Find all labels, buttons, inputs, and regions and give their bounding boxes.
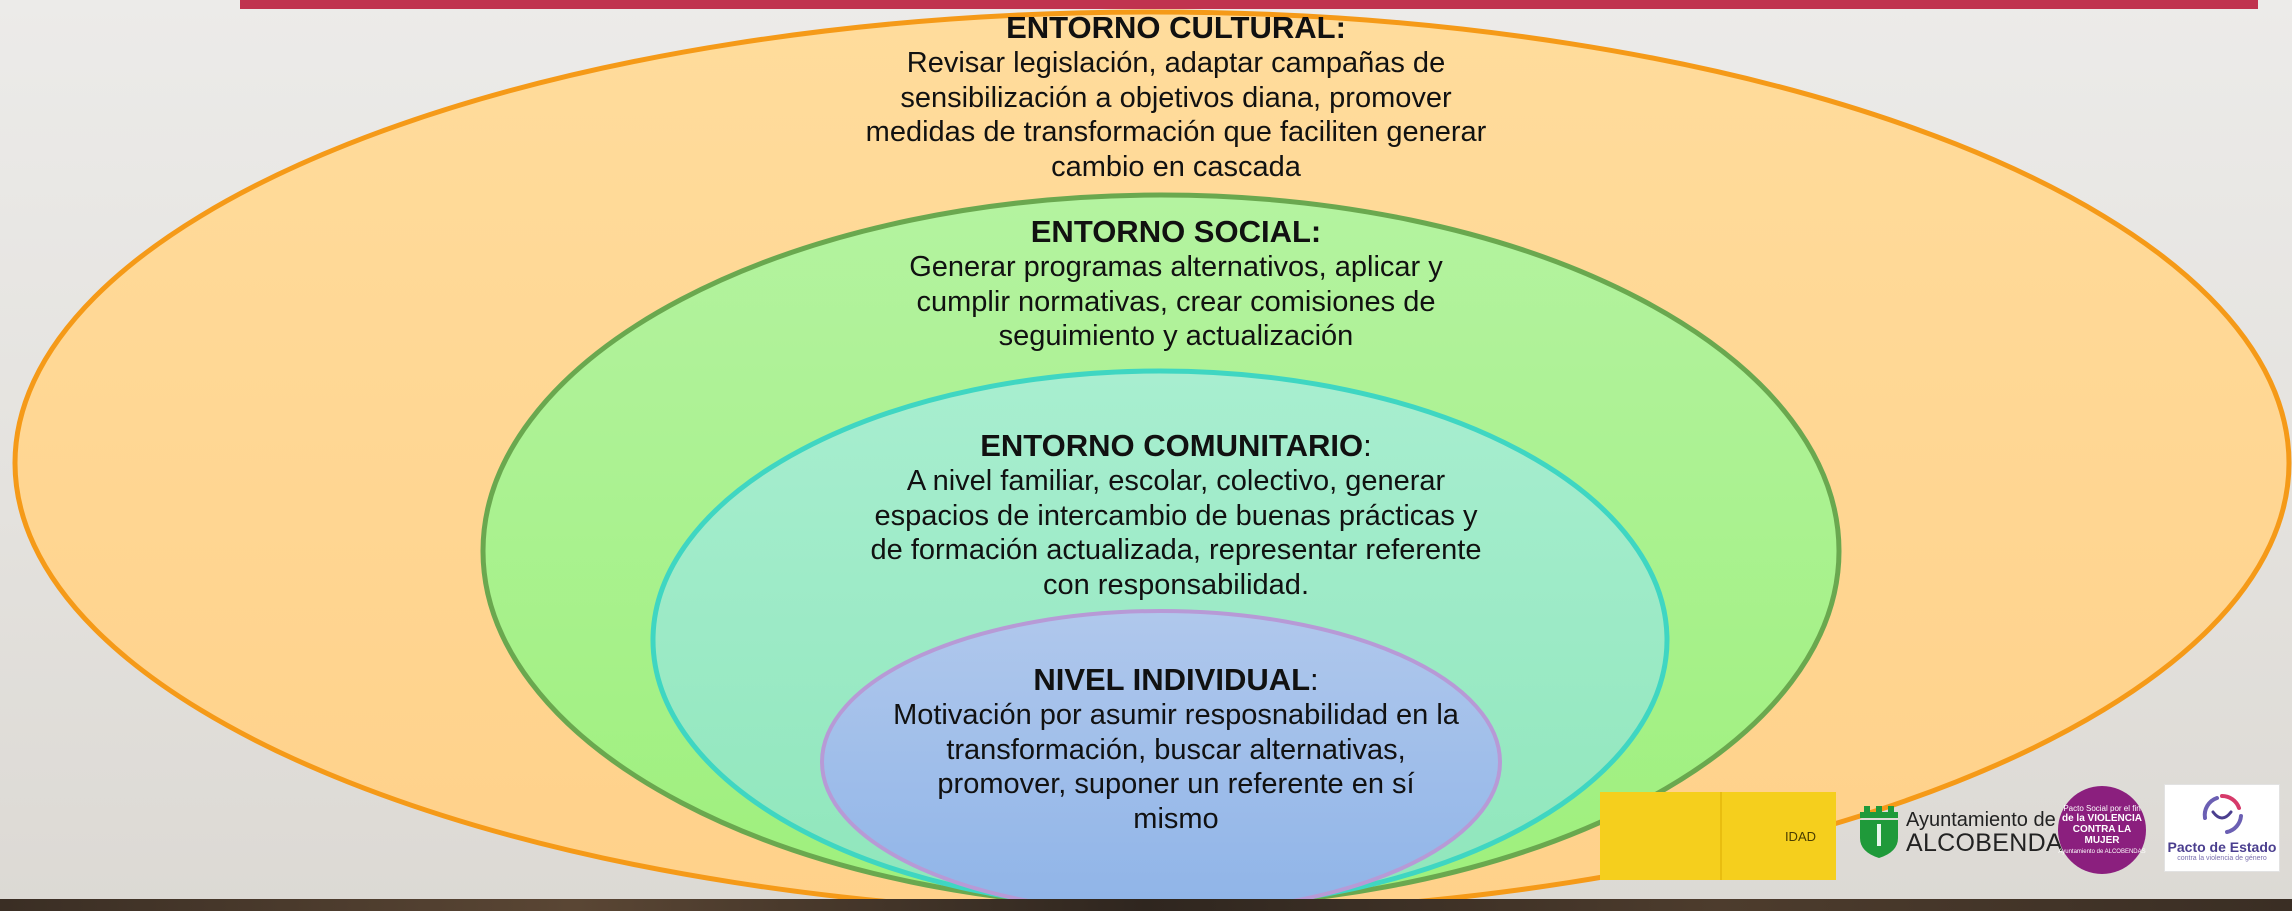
partner-logo-strip: IDAD [1600,792,1836,880]
social-title: ENTORNO SOCIAL: [1030,214,1322,249]
logo-strip-divider [1720,792,1722,880]
cultural-body-line: cambio en cascada [1051,150,1301,183]
social-body-line: Generar programas alternativos, aplicar … [909,251,1443,283]
comunitario-title-line: ENTORNO COMUNITARIO: [806,428,1546,464]
individual-text: NIVEL INDIVIDUAL: Motivación por asumir … [836,662,1516,836]
individual-ellipse [820,609,1502,911]
individual-title: NIVEL INDIVIDUAL [1033,662,1311,697]
alcobendas-logo: Ayuntamiento de ALCOBENDAS [1858,806,2080,858]
individual-title-colon: : [1310,662,1319,697]
alcobendas-big-text: ALCOBENDAS [1906,829,2080,857]
comunitario-body-line: espacios de intercambio de buenas prácti… [874,499,1478,532]
logo-strip-text: IDAD [1784,828,1816,844]
social-body-line: seguimiento y actualización [998,320,1354,352]
comunitario-title: ENTORNO COMUNITARIO [980,428,1364,463]
pv-line: Pacto Social por el fin [2063,804,2141,813]
comunitario-title-colon: : [1363,428,1372,463]
pv-line: CONTRA LA MUJER [2072,824,2132,846]
comunitario-body-line: con responsabilidad. [1042,568,1309,601]
comunitario-body: A nivel familiar, escolar, colectivo, ge… [806,464,1546,602]
pacto-estado-circle-icon [2202,793,2243,834]
cultural-text: ENTORNO CULTURAL: Revisar legislación, a… [796,10,1556,184]
comunitario-text: ENTORNO COMUNITARIO: A nivel familiar, e… [806,428,1546,602]
pv-line: de la VIOLENCIA [2061,813,2142,824]
pacto-estado-title: Pacto de Estado [2167,839,2277,855]
pacto-estado-logo: Pacto de Estado contra la violencia de g… [2164,784,2280,872]
pacto-violencia-logo: Pacto Social por el fin de la VIOLENCIA … [2058,786,2146,874]
individual-body-line: mismo [1133,802,1219,835]
individual-body-line: promover, suponer un referente en sí [937,768,1415,800]
individual-body-line: transformación, buscar alternativas, [946,733,1406,766]
pacto-estado-subtitle: contra la violencia de género [2177,855,2267,862]
comunitario-body-line: A nivel familiar, escolar, colectivo, ge… [906,465,1446,497]
alcobendas-small-text: Ayuntamiento de [1906,809,2056,831]
individual-body: Motivación por asumir resposnabilidad en… [836,698,1516,836]
individual-title-line: NIVEL INDIVIDUAL: [836,662,1516,698]
alcobendas-wordmark: Ayuntamiento de ALCOBENDAS [1906,809,2080,857]
social-text: ENTORNO SOCIAL: Generar programas altern… [836,214,1516,354]
cultural-title: ENTORNO CULTURAL: [1006,10,1346,45]
alcobendas-shield-icon [1860,806,1898,858]
cultural-body-line: Revisar legislación, adaptar campañas de [906,47,1446,79]
social-body: Generar programas alternativos, aplicar … [836,250,1516,354]
social-body-line: cumplir normativas, crear comisiones de [916,285,1436,318]
individual-body-line: Motivación por asumir resposnabilidad en… [893,699,1459,731]
comunitario-body-line: de formación actualizada, representar re… [870,534,1482,566]
top-accent-rule [240,0,2258,9]
cultural-body-line: medidas de transformación que faciliten … [865,116,1487,148]
floor-strip [0,899,2292,911]
cultural-body: Revisar legislación, adaptar campañas de… [796,46,1556,184]
pv-line: Ayuntamiento de ALCOBENDAS [2058,849,2146,855]
cultural-body-line: sensibilización a objetivos diana, promo… [900,81,1452,114]
